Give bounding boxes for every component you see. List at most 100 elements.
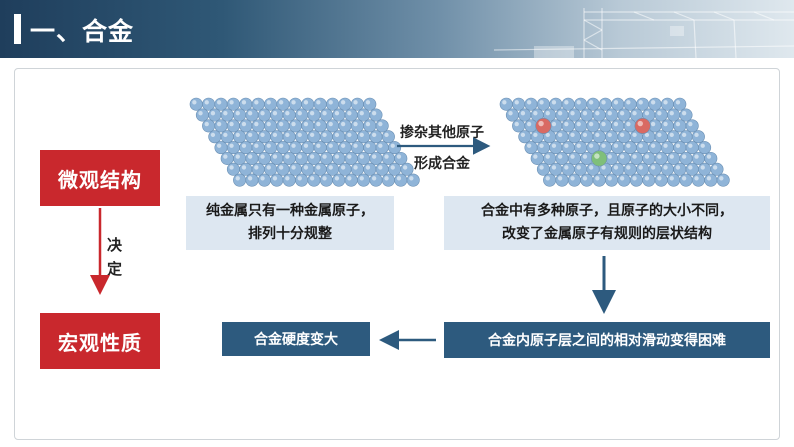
atom (580, 151, 594, 165)
pure-metal-lattice (189, 97, 420, 187)
atom (617, 130, 631, 144)
atom (226, 162, 240, 176)
atom (623, 97, 637, 111)
page-title: 一、合金 (30, 17, 135, 46)
atom (276, 97, 290, 111)
atom (332, 130, 346, 144)
atom (530, 151, 544, 165)
atom (698, 141, 712, 155)
atom (282, 151, 296, 165)
atom (326, 162, 340, 176)
atom (319, 108, 333, 122)
atom (586, 97, 600, 111)
atom (567, 151, 581, 165)
atom (214, 141, 228, 155)
atom (406, 173, 420, 187)
atom (375, 162, 389, 176)
atom (357, 151, 371, 165)
atom (716, 173, 730, 187)
atom (543, 173, 557, 187)
atom (524, 97, 538, 111)
atom (369, 151, 383, 165)
atom (307, 130, 321, 144)
atom (679, 173, 693, 187)
atom (549, 119, 563, 133)
atom (592, 173, 606, 187)
atom (648, 141, 662, 155)
atom (332, 108, 346, 122)
atom (264, 119, 278, 133)
atom (332, 173, 346, 187)
atom (580, 108, 594, 122)
atom (704, 173, 718, 187)
atom (574, 119, 588, 133)
atom (660, 162, 674, 176)
crane-decoration (493, 8, 794, 58)
foreign-atom-red (634, 117, 651, 134)
atom (369, 173, 383, 187)
atom (208, 108, 222, 122)
atom (270, 108, 284, 122)
atom (549, 162, 563, 176)
atom (233, 151, 247, 165)
atom (679, 130, 693, 144)
atom (623, 162, 637, 176)
atom (536, 141, 550, 155)
sliding-difficulty-box: 合金内原子层之间的相对滑动变得困难 (444, 322, 770, 358)
atom (338, 119, 352, 133)
atom (257, 151, 271, 165)
atom (220, 151, 234, 165)
atom (202, 97, 216, 111)
atom (400, 162, 414, 176)
atom (598, 119, 612, 133)
atom (605, 108, 619, 122)
atom (549, 97, 563, 111)
header-accent-bar (14, 14, 21, 44)
atom (629, 151, 643, 165)
atom (239, 162, 253, 176)
atom (512, 119, 526, 133)
decide-char-2: 定 (107, 260, 123, 278)
atom (586, 119, 600, 133)
atom (245, 173, 259, 187)
atom (636, 162, 650, 176)
atom (679, 151, 693, 165)
atom (319, 173, 333, 187)
atom (220, 108, 234, 122)
atom (239, 119, 253, 133)
atom (363, 162, 377, 176)
atom (270, 151, 284, 165)
atom (704, 151, 718, 165)
atom (679, 108, 693, 122)
atom (381, 130, 395, 144)
atom (567, 130, 581, 144)
atom (264, 141, 278, 155)
atom (561, 119, 575, 133)
atom (270, 130, 284, 144)
atom (673, 141, 687, 155)
atom (202, 119, 216, 133)
atom (357, 173, 371, 187)
atom (344, 130, 358, 144)
atom (313, 162, 327, 176)
atom (555, 130, 569, 144)
atom (338, 162, 352, 176)
atom (518, 108, 532, 122)
atom (251, 141, 265, 155)
atom (499, 97, 513, 111)
atom (195, 108, 209, 122)
atom (332, 151, 346, 165)
atom (388, 141, 402, 155)
atom (251, 119, 265, 133)
atom (549, 141, 563, 155)
atom (264, 162, 278, 176)
atom (654, 173, 668, 187)
hardness-box: 合金硬度变大 (222, 322, 370, 356)
atom (654, 130, 668, 144)
atom (673, 97, 687, 111)
atom (636, 97, 650, 111)
atom (667, 130, 681, 144)
alloy-caption-line1: 合金中有多种原子，且原子的大小不同， (481, 203, 733, 219)
decide-char-1: 决 (107, 236, 123, 254)
atom (350, 119, 364, 133)
